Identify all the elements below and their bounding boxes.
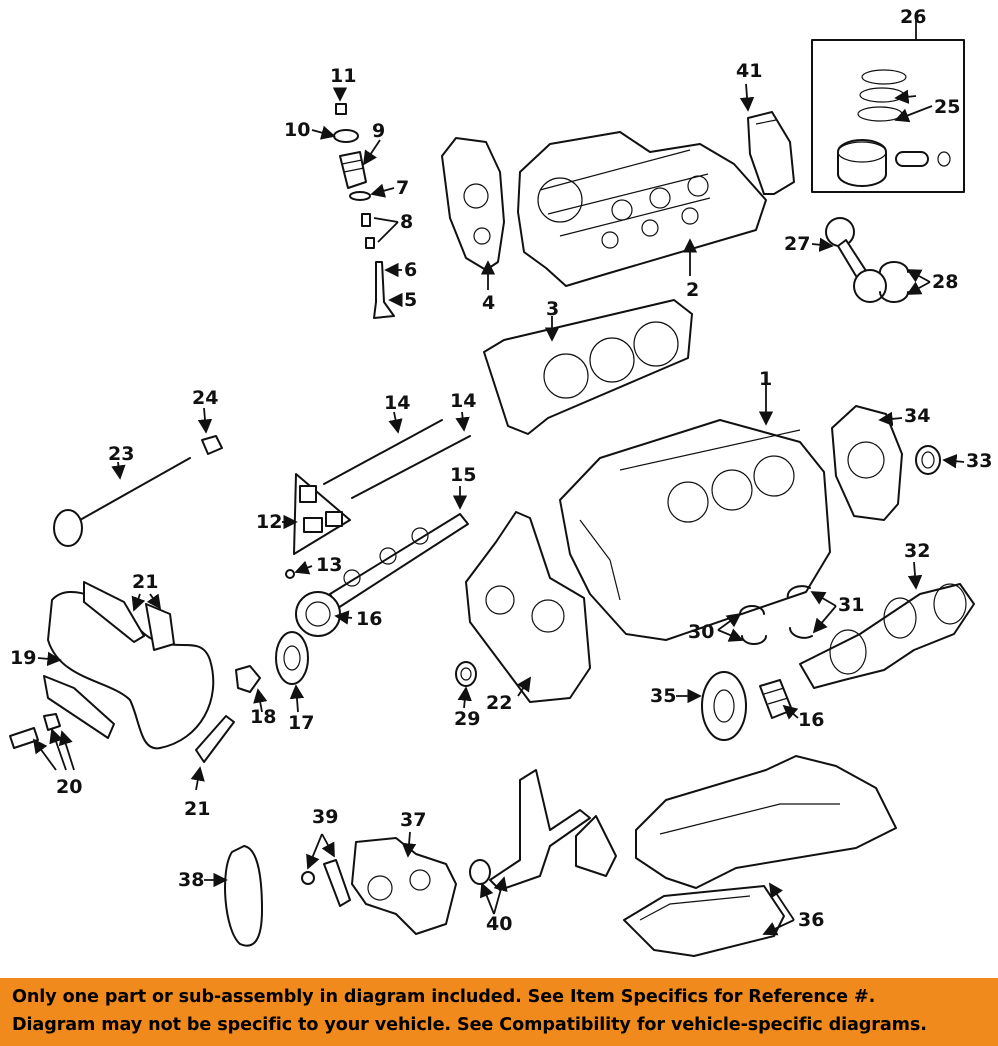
callout-9: 9 [372, 120, 386, 142]
callout-3: 3 [546, 298, 560, 320]
callout-5: 5 [404, 289, 418, 311]
oil-pump [301, 831, 457, 935]
crankshaft [717, 561, 975, 689]
callout-7: 7 [396, 177, 410, 199]
callout-20: 20 [56, 776, 83, 798]
callout-14a: 14 [384, 392, 411, 414]
balance-shaft [53, 407, 223, 547]
callout-16b: 16 [798, 709, 825, 731]
oil-pan [623, 755, 897, 957]
callout-28: 28 [932, 271, 959, 293]
callout-4: 4 [482, 292, 496, 314]
callout-1: 1 [759, 368, 773, 390]
callout-37: 37 [400, 809, 427, 831]
callout-10: 10 [284, 119, 311, 141]
callout-17: 17 [288, 712, 315, 734]
callout-2: 2 [686, 279, 700, 301]
callout-30: 30 [688, 621, 715, 643]
callout-38: 38 [178, 869, 205, 891]
part-4 [441, 137, 505, 290]
callout-24: 24 [192, 387, 219, 409]
disclaimer-line-2: Diagram may not be specific to your vehi… [12, 1015, 927, 1035]
callout-21a: 21 [132, 571, 159, 593]
callout-23: 23 [108, 443, 135, 465]
callout-41: 41 [736, 60, 763, 82]
engine-parts-diagram: 1 2 3 4 5 6 7 8 9 10 11 12 13 14 14 15 1… [9, 6, 993, 957]
callout-34: 34 [904, 405, 931, 427]
part-12-box [282, 473, 351, 579]
crank-pulley [676, 671, 799, 741]
callout-14b: 14 [450, 390, 477, 412]
callout-33: 33 [966, 450, 993, 472]
disclaimer-banner: Only one part or sub-assembly in diagram… [0, 978, 998, 1046]
connecting-rod [811, 89, 933, 303]
timing-chain [9, 581, 235, 791]
callout-26: 26 [900, 6, 927, 28]
drive-belt [204, 845, 263, 947]
valve-train [311, 87, 403, 319]
callout-39: 39 [312, 806, 339, 828]
front-cover [455, 511, 591, 709]
callout-11: 11 [330, 65, 357, 87]
callout-18: 18 [250, 706, 277, 728]
disclaimer-line-1: Only one part or sub-assembly in diagram… [12, 987, 876, 1007]
callout-6: 6 [404, 259, 418, 281]
callout-35: 35 [650, 685, 677, 707]
engine-block [559, 376, 831, 641]
callout-13: 13 [316, 554, 343, 576]
callout-36: 36 [798, 909, 825, 931]
rear-cover [831, 405, 965, 521]
part-41 [739, 83, 795, 195]
callout-19: 19 [10, 647, 37, 669]
callout-8: 8 [400, 211, 414, 233]
callout-25: 25 [934, 96, 961, 118]
head-gasket [483, 299, 693, 435]
callout-31: 31 [838, 594, 865, 616]
callout-16a: 16 [356, 608, 383, 630]
piston-kit-box [811, 14, 965, 193]
callout-40: 40 [486, 913, 513, 935]
cylinder-head [517, 131, 767, 287]
oil-pickup [469, 769, 617, 915]
callout-12: 12 [256, 511, 283, 533]
callout-29: 29 [454, 708, 481, 730]
part-18 [235, 665, 268, 713]
callout-15: 15 [450, 464, 477, 486]
callout-21b: 21 [184, 798, 211, 820]
callout-27: 27 [784, 233, 811, 255]
camshafts [323, 411, 471, 609]
diagram-drawing [9, 14, 975, 957]
camshaft-sprocket [275, 591, 353, 713]
callout-22: 22 [486, 692, 513, 714]
callout-32: 32 [904, 540, 931, 562]
